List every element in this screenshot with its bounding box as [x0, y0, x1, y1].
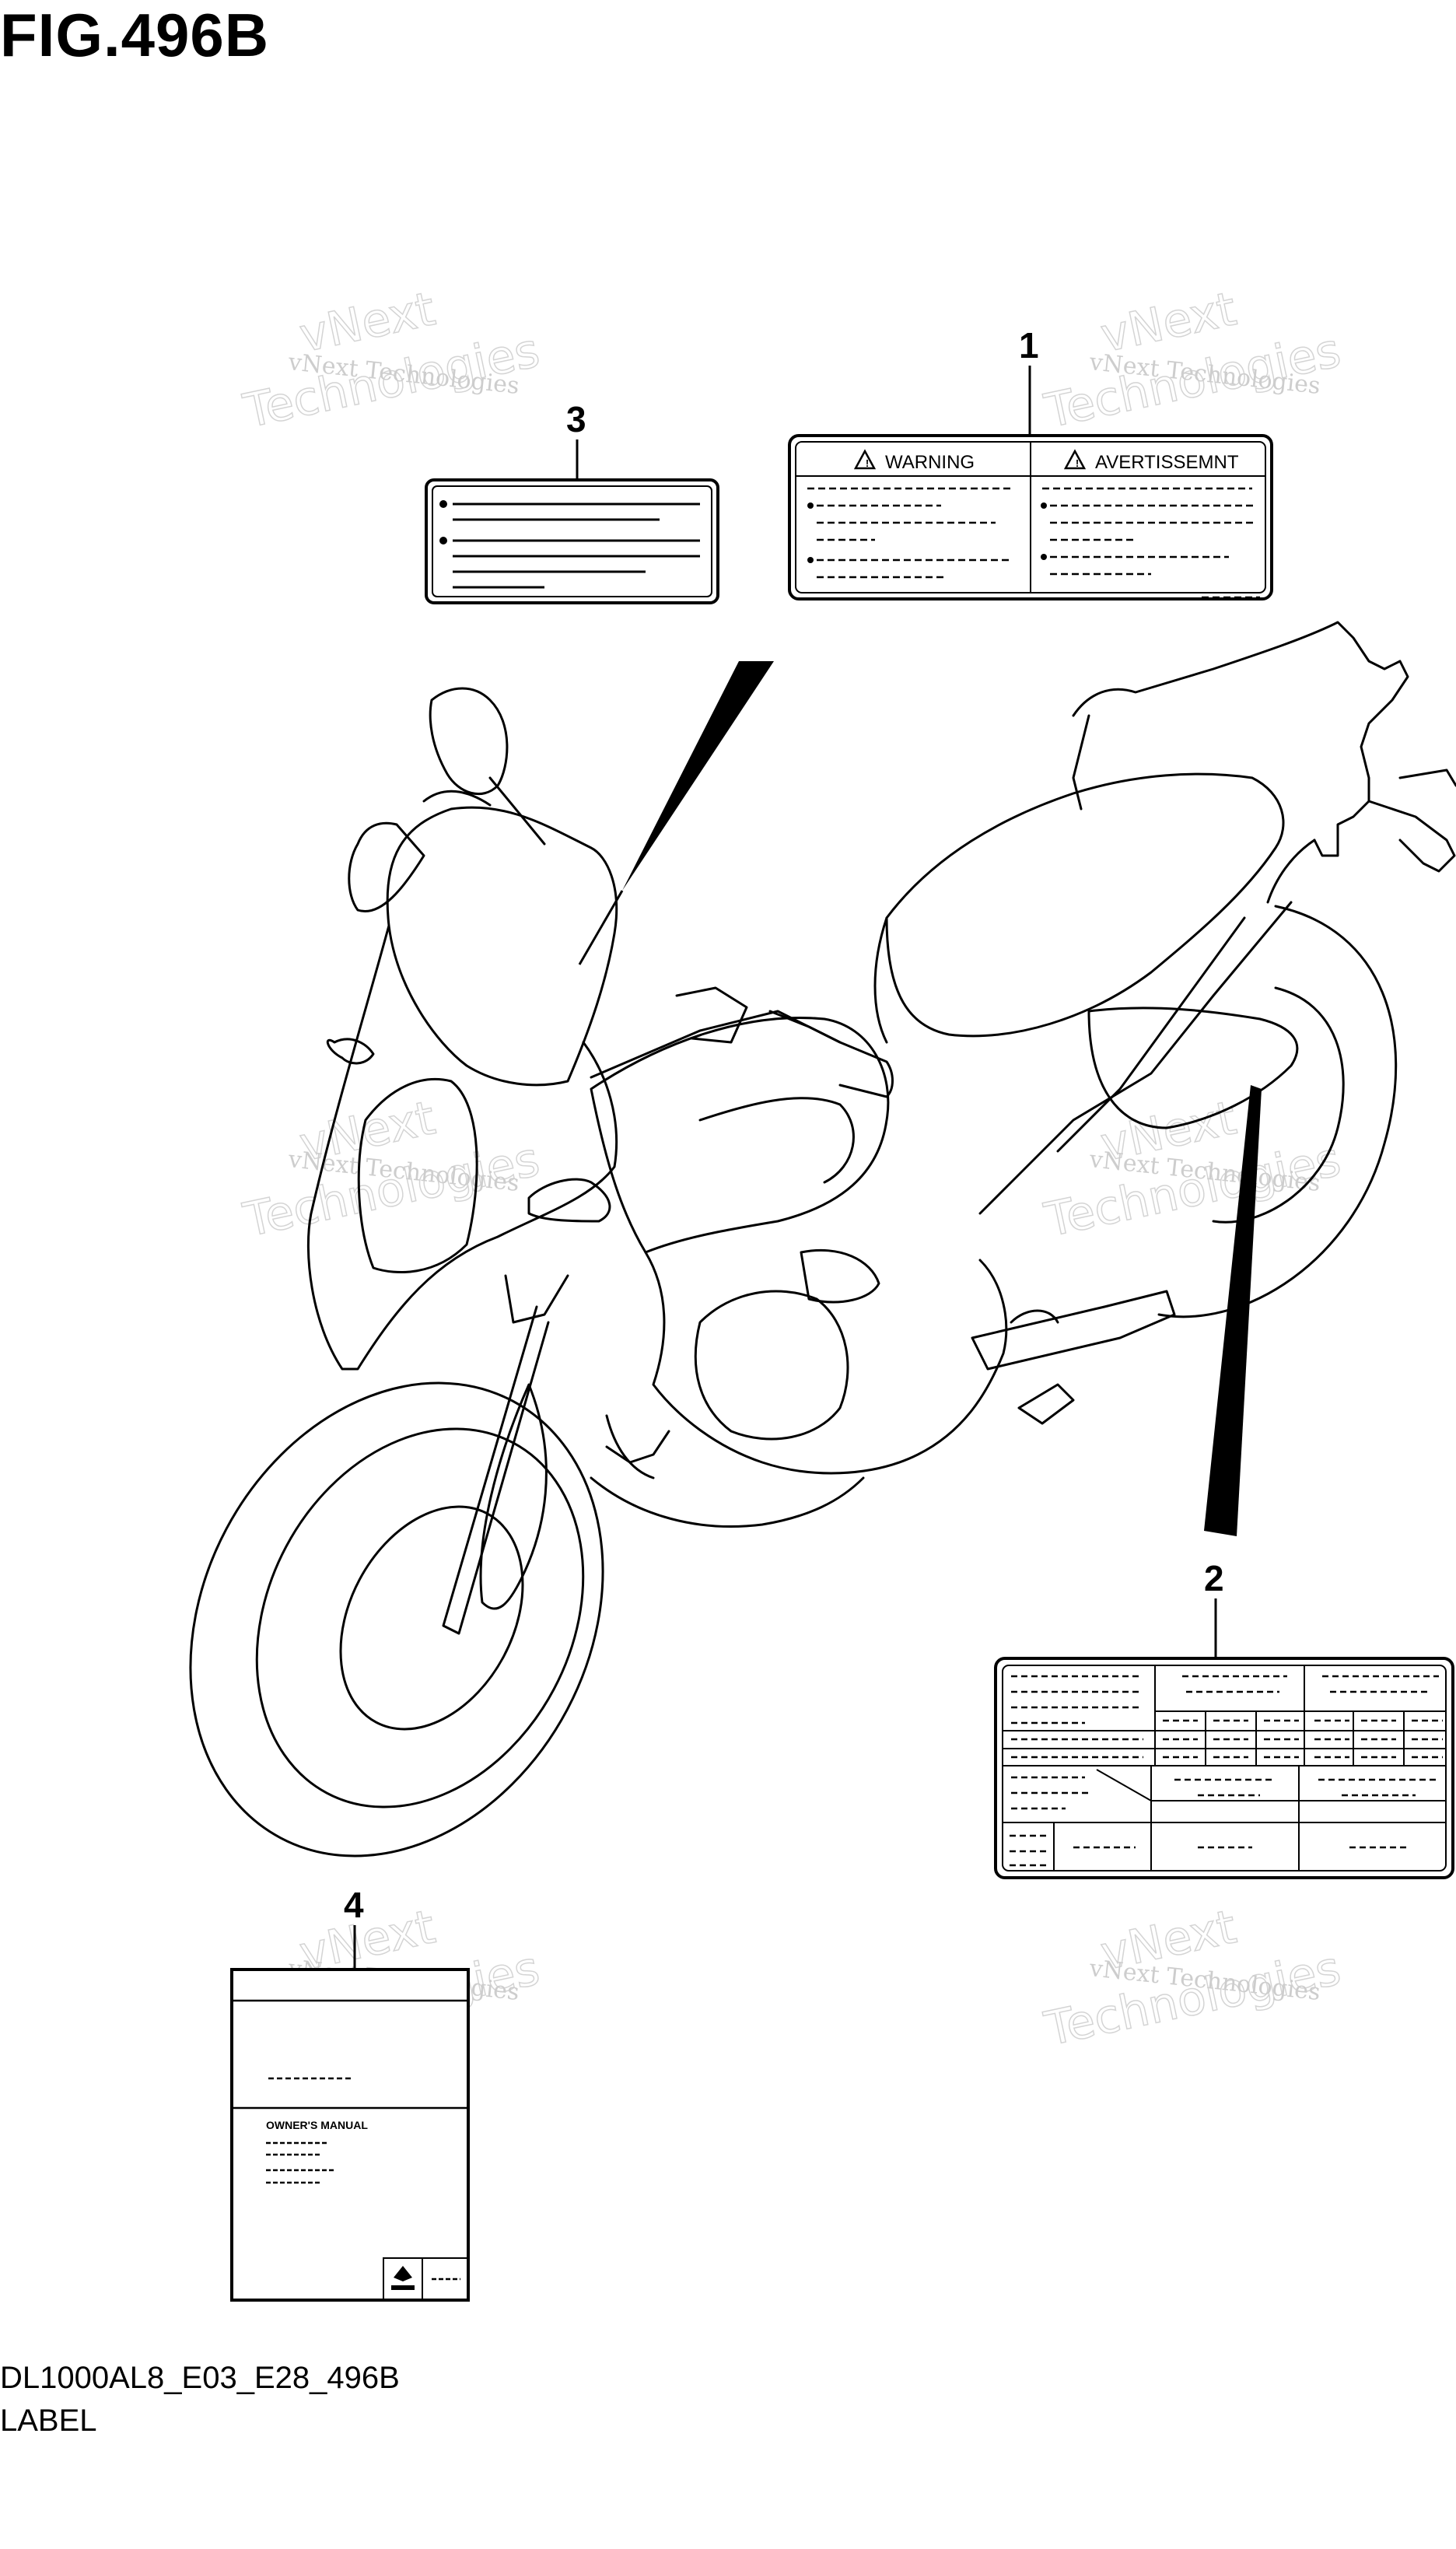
headlight-panel	[357, 1077, 478, 1274]
handlebar-grip	[675, 986, 748, 1044]
lower-fairing	[590, 1476, 865, 1528]
rear-tire	[1157, 905, 1398, 1318]
owners-manual-title: OWNER'S MANUAL	[266, 2119, 368, 2131]
exhaust-header	[605, 1430, 670, 1464]
front-cowl	[306, 924, 618, 1371]
side-panel	[1087, 1007, 1299, 1129]
engine-cover	[694, 1290, 849, 1441]
section-label: LABEL	[0, 2404, 97, 2438]
callout-1: 1	[1019, 325, 1039, 366]
label-1-warning: ! WARNING ! AVERTISSEMNT	[788, 434, 1273, 600]
windscreen	[386, 806, 618, 1087]
motorcycle-illustration	[189, 621, 1456, 1857]
engine-case	[644, 1251, 1008, 1475]
mirror	[429, 687, 509, 796]
label-3	[425, 478, 719, 604]
svg-text:!: !	[1076, 457, 1079, 469]
footpeg	[1017, 1383, 1075, 1425]
pointer-wedge-right	[1204, 1085, 1262, 1536]
callout-2: 2	[1204, 1558, 1224, 1598]
label-2-table	[994, 1657, 1454, 1879]
front-fork	[442, 1305, 550, 1635]
turn-signal	[326, 1038, 375, 1065]
warning-heading: WARNING	[885, 452, 975, 473]
fuel-tank	[590, 1016, 890, 1254]
mirror-left-hand	[348, 821, 425, 912]
warning-triangle-icon-fr	[1063, 449, 1087, 470]
label-4-owners-manual: OWNER'S MANUAL	[230, 1968, 470, 2302]
figure-title: FIG.496B	[0, 1, 270, 69]
callout-3: 3	[566, 399, 586, 439]
seat	[885, 772, 1285, 1038]
manual-symbol-icon	[391, 2266, 415, 2290]
front-tire	[189, 1381, 604, 1857]
rear-rack	[1072, 621, 1409, 857]
warning-triangle-icon	[853, 449, 877, 470]
drawing-code: DL1000AL8_E03_E28_496B	[0, 2361, 400, 2395]
swingarm	[971, 1290, 1176, 1371]
front-fender	[479, 1383, 548, 1610]
leader-lines	[353, 366, 1217, 1970]
rear-tire-inner	[1212, 986, 1345, 1224]
pointer-thin-top	[578, 890, 624, 965]
callout-4: 4	[344, 1885, 364, 1925]
svg-text:!: !	[866, 457, 869, 469]
front-rim	[339, 1505, 524, 1731]
knuckle-guard	[527, 1178, 611, 1223]
front-tire-inner	[255, 1427, 585, 1808]
avertissement-heading: AVERTISSEMNT	[1095, 452, 1239, 473]
pointer-wedge-top	[622, 661, 774, 891]
